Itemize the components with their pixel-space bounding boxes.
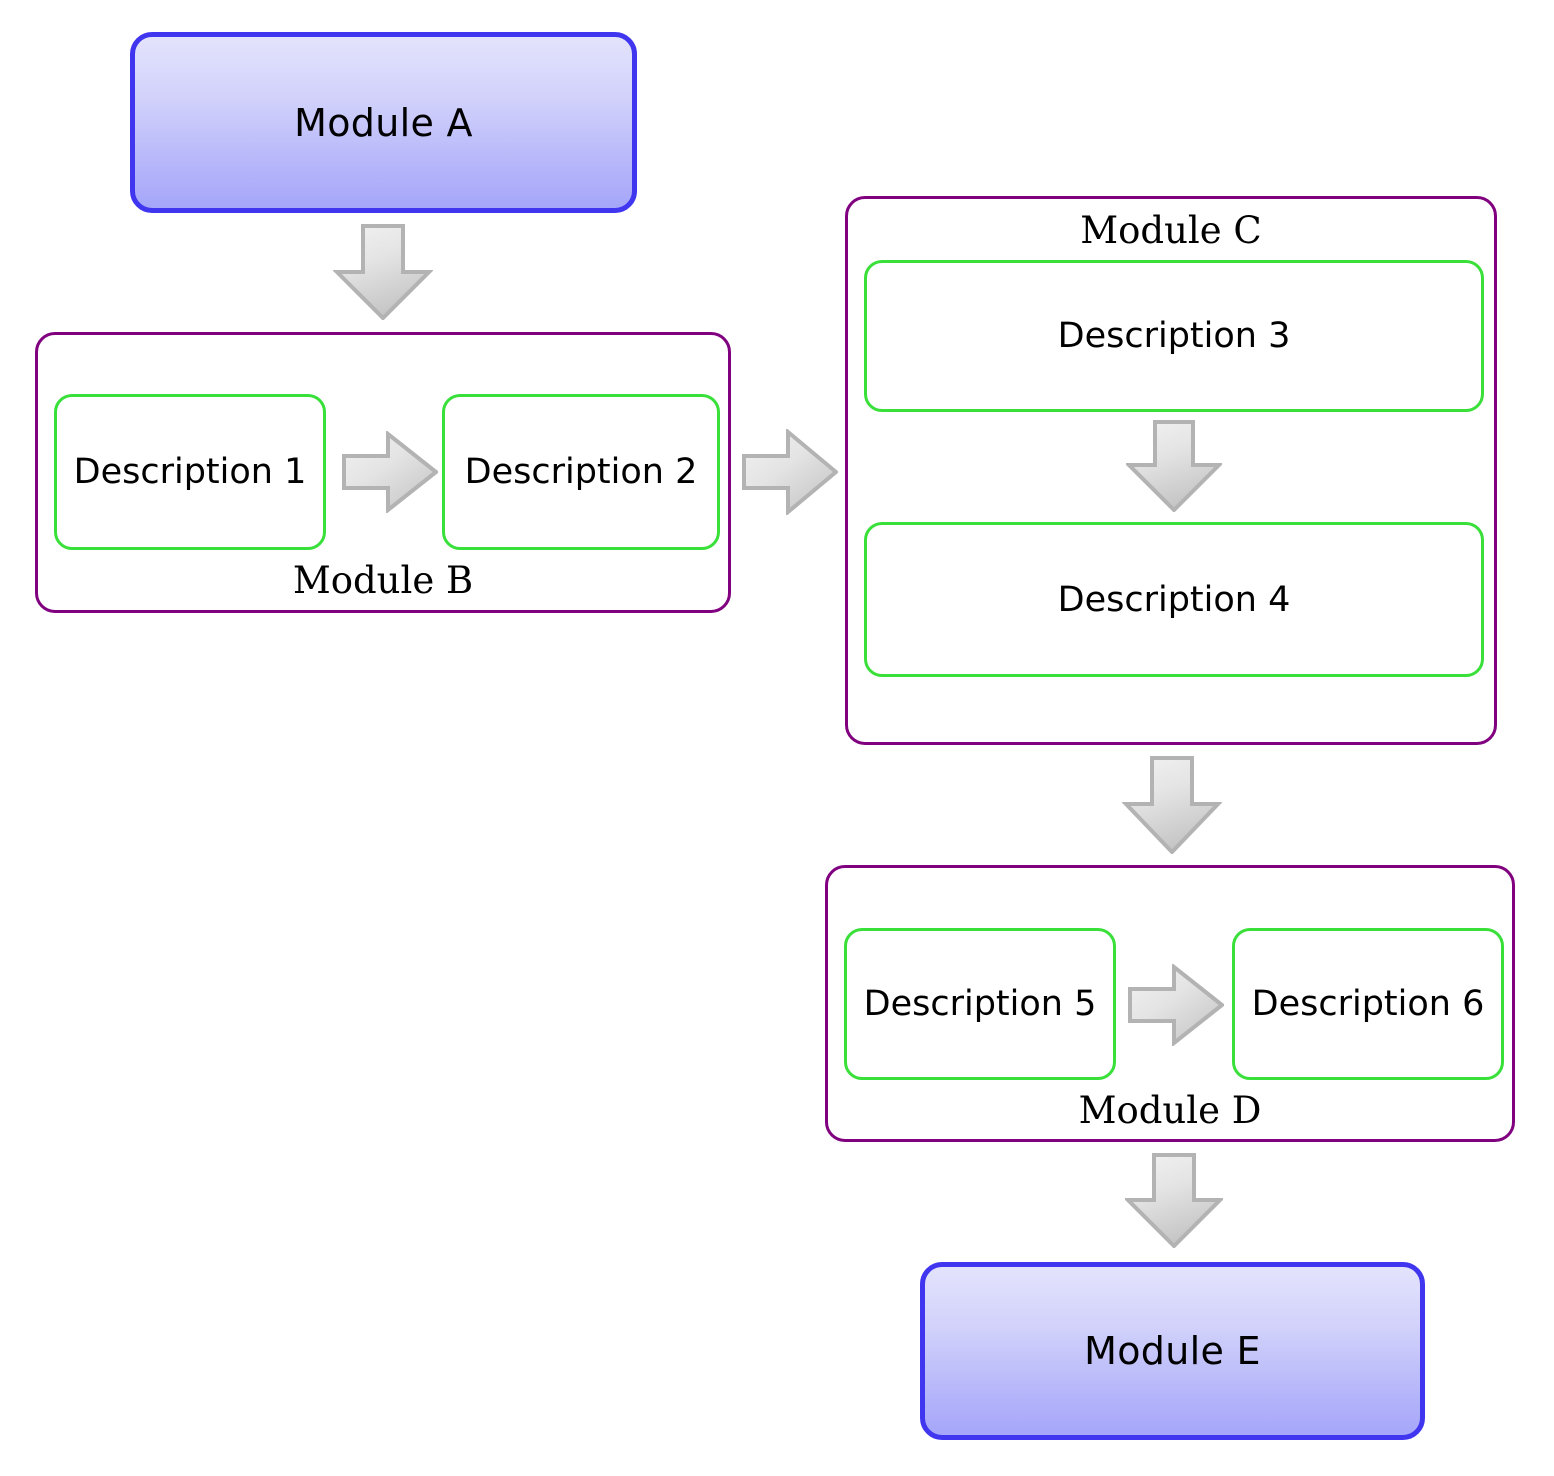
node-module-e[interactable]: Module E — [920, 1262, 1425, 1440]
node-description-3-label: Description 3 — [1057, 316, 1291, 356]
node-module-d-label: Module D — [1078, 1089, 1262, 1132]
node-module-a[interactable]: Module A — [130, 32, 637, 213]
node-module-c-label: Module C — [1080, 209, 1262, 252]
node-module-e-label: Module E — [1084, 1329, 1261, 1373]
node-module-b[interactable]: Description 1 Description 2 Module B — [35, 332, 731, 613]
node-module-d[interactable]: Description 5 Description 6 Module D — [825, 865, 1515, 1142]
arrow-d5-to-d6 — [1128, 964, 1224, 1046]
node-description-1-label: Description 1 — [73, 452, 307, 492]
arrow-b-to-c — [742, 429, 838, 515]
arrow-a-to-b — [333, 224, 433, 320]
arrow-d3-to-d4 — [1126, 420, 1222, 512]
arrow-c-to-d — [1122, 756, 1222, 854]
node-description-5[interactable]: Description 5 — [844, 928, 1116, 1080]
node-description-3[interactable]: Description 3 — [864, 260, 1484, 412]
node-description-6[interactable]: Description 6 — [1232, 928, 1504, 1080]
node-description-6-label: Description 6 — [1251, 984, 1485, 1024]
node-module-b-label: Module B — [292, 559, 474, 602]
node-description-4-label: Description 4 — [1057, 579, 1291, 620]
node-module-c[interactable]: Module C Description 3 Description 4 — [845, 196, 1497, 745]
arrow-d-to-e — [1125, 1153, 1223, 1248]
node-description-2[interactable]: Description 2 — [442, 394, 720, 550]
node-module-a-label: Module A — [294, 100, 473, 145]
node-description-5-label: Description 5 — [863, 984, 1097, 1024]
node-description-4[interactable]: Description 4 — [864, 522, 1484, 677]
arrow-d1-to-d2 — [342, 431, 438, 513]
node-description-2-label: Description 2 — [464, 452, 698, 492]
node-description-1[interactable]: Description 1 — [54, 394, 326, 550]
